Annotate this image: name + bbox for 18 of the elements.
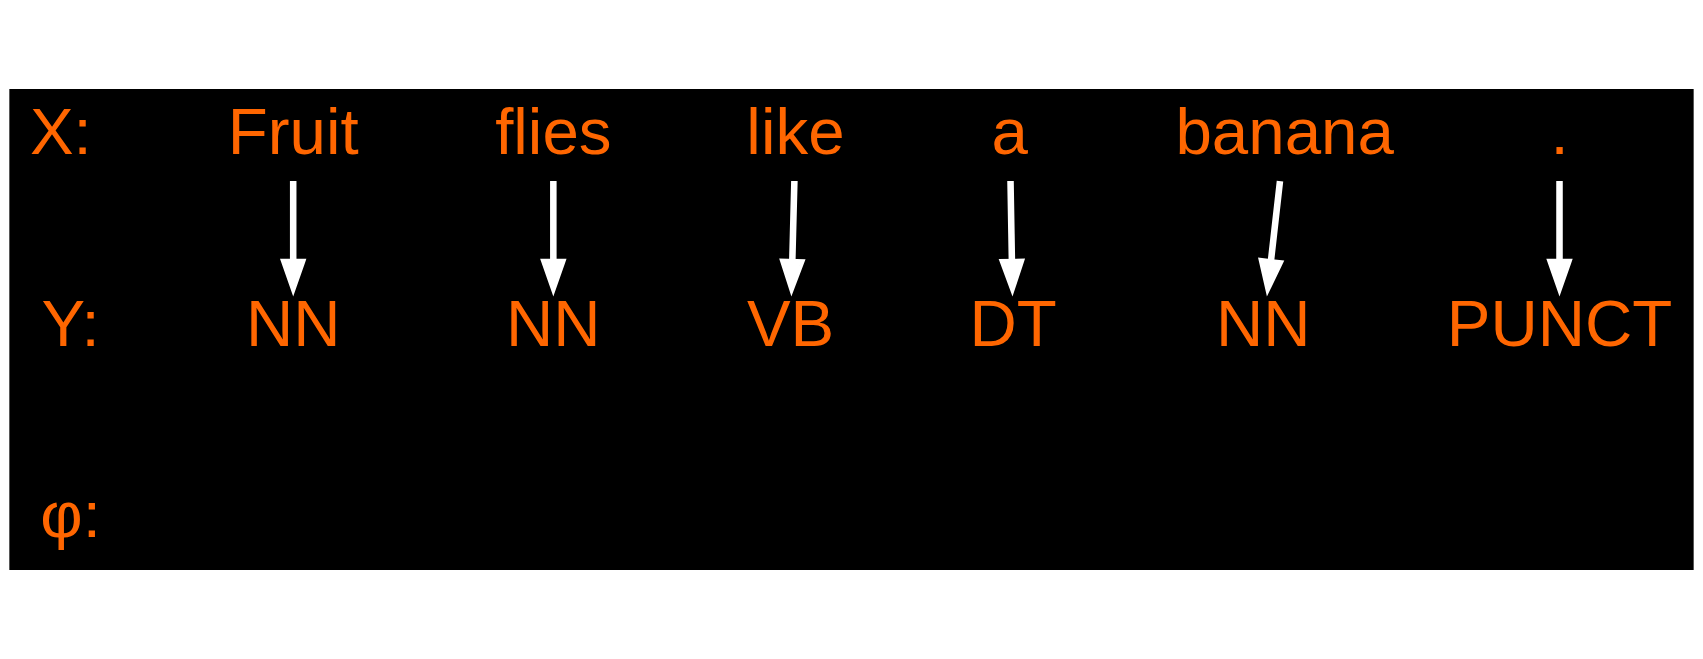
node-text: NN (506, 286, 601, 360)
node-text: . (1550, 95, 1569, 169)
node-text: NN (245, 286, 341, 360)
label: X: (29, 95, 92, 169)
label: Y: (41, 286, 100, 360)
node-text: NN (1216, 286, 1311, 360)
node-text: flies (495, 95, 612, 169)
node-text: a (991, 95, 1028, 169)
node-text: PUNCT (1446, 286, 1673, 360)
node-text: VB (746, 286, 835, 360)
arrow (998, 180, 1026, 297)
node-text: banana (1175, 95, 1394, 169)
node-text: Fruit (227, 95, 359, 169)
arrow (779, 180, 806, 297)
node-text: DT (969, 286, 1057, 360)
label: φ: (40, 478, 102, 552)
arrow (1258, 180, 1285, 297)
node-text: like (746, 95, 845, 169)
